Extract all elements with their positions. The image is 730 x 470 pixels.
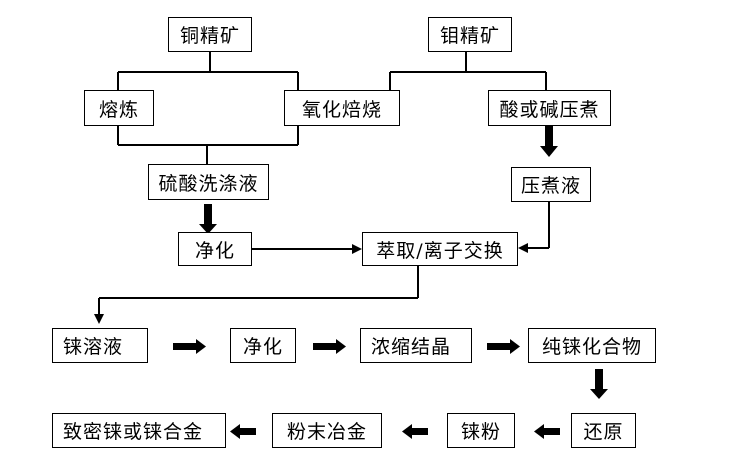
node-concentration-crystallization: 浓缩结晶: [360, 328, 472, 363]
node-rhenium-solution: 铼溶液: [52, 328, 148, 363]
node-purification-2: 净化: [230, 328, 296, 363]
node-sulfuric-acid-wash: 硫酸洗涤液: [148, 164, 269, 200]
node-smelting: 熔炼: [84, 90, 154, 126]
node-purification-1: 净化: [178, 232, 252, 266]
node-oxidation-roasting: 氧化焙烧: [284, 90, 400, 126]
node-pressure-leach-solution: 压煮液: [511, 167, 591, 202]
node-extraction-ion-exchange: 萃取/离子交换: [362, 232, 518, 266]
node-dense-rhenium-alloy: 致密铼或铼合金: [52, 413, 226, 448]
node-rhenium-powder: 铼粉: [447, 413, 515, 448]
node-copper-concentrate: 铜精矿: [168, 17, 252, 52]
node-powder-metallurgy: 粉末冶金: [272, 413, 382, 448]
node-pure-rhenium-compound: 纯铼化合物: [528, 328, 656, 363]
node-molybdenum-concentrate: 钼精矿: [428, 17, 512, 52]
node-reduction: 还原: [571, 413, 636, 448]
node-acid-alkali-pressure-leach: 酸或碱压煮: [488, 90, 611, 126]
